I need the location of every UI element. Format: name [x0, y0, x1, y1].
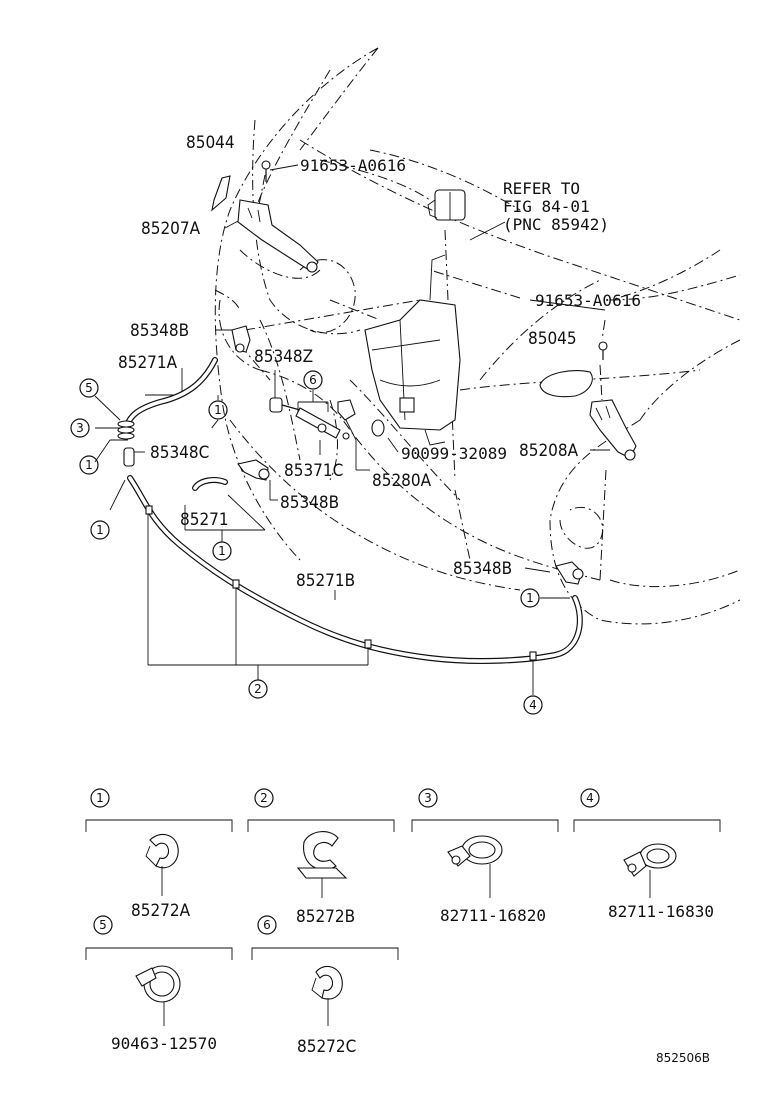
svg-text:1: 1: [96, 523, 104, 537]
washer-tank: [364, 254, 461, 446]
clip-85272b-icon: [296, 831, 348, 879]
joint-85348B-mid: [237, 459, 270, 481]
washer-cover-85045: [539, 369, 593, 398]
grommet-90099: [371, 419, 385, 437]
headlamp-washer-left: [237, 199, 319, 273]
svg-text:2: 2: [254, 682, 262, 696]
label-85348C: 85348C: [150, 443, 209, 463]
label-85280A: 85280A: [372, 471, 432, 491]
hose-85271: [192, 477, 228, 491]
callout-1-d: 1: [212, 541, 232, 561]
legend-part-90463-12570: 90463-12570: [111, 1034, 217, 1053]
headlamp-washer-right: [589, 399, 637, 461]
svg-text:6: 6: [263, 918, 271, 932]
label-85348Z: 85348Z: [254, 347, 313, 367]
bolt-91653-right: [598, 341, 608, 360]
clip-85272a-icon: [145, 833, 179, 869]
svg-text:4: 4: [586, 791, 594, 805]
svg-text:1: 1: [218, 544, 226, 558]
legend-item-3: 3 82711-16820: [411, 788, 559, 925]
bolt-91653-top: [261, 160, 271, 182]
hose-85371C: [295, 407, 341, 439]
check-valve-85348Z: [269, 397, 301, 413]
svg-text:1: 1: [96, 791, 104, 805]
legend-part-82711-16820: 82711-16820: [440, 906, 546, 925]
part-labels: 85044 91653-A0616 85207A 85348B 85271A 8…: [118, 133, 641, 591]
legend-item-5: 5 90463-12570: [85, 915, 233, 1053]
legend-part-82711-16830: 82711-16830: [608, 902, 714, 921]
label-85207A: 85207A: [141, 219, 201, 239]
svg-text:5: 5: [85, 381, 93, 395]
callout-1-a: 1: [79, 455, 99, 475]
label-91653-right: 91653-A0616: [535, 291, 641, 310]
label-85348B-right: 85348B: [453, 559, 512, 579]
clamp-82711-16830-icon: [623, 843, 677, 877]
legend: 1 85272A 2 85272B 3: [85, 788, 721, 1057]
label-91653-top: 91653-A0616: [300, 156, 406, 175]
callout-3: 3: [70, 418, 90, 438]
refer-line-3: (PNC 85942): [503, 215, 609, 234]
svg-text:4: 4: [529, 698, 537, 712]
legend-item-1: 1 85272A: [85, 788, 233, 921]
svg-text:6: 6: [309, 373, 317, 387]
legend-part-85272C: 85272C: [297, 1037, 356, 1057]
vehicle-body-outline: [214, 47, 741, 625]
label-85371C: 85371C: [284, 461, 343, 481]
grommet-85280A: [337, 399, 356, 440]
washer-pump-top: [427, 189, 466, 221]
washer-cover-85044: [211, 175, 231, 212]
svg-text:2: 2: [260, 791, 268, 805]
legend-part-85272B: 85272B: [296, 907, 355, 927]
label-85348B-mid: 85348B: [280, 493, 339, 513]
svg-text:3: 3: [76, 421, 84, 435]
callout-6: 6: [303, 370, 323, 390]
clamp-set-left: [117, 420, 135, 440]
refer-note: REFER TO FIG 84-01 (PNC 85942): [503, 179, 609, 234]
legend-part-85272A: 85272A: [131, 901, 191, 921]
callout-1-e: 1: [520, 588, 540, 608]
hose-85271B: [127, 475, 583, 664]
svg-text:1: 1: [85, 458, 93, 472]
callout-2: 2: [248, 679, 268, 699]
label-85271B: 85271B: [296, 571, 355, 591]
label-85271: 85271: [180, 510, 229, 530]
hose-85271A: [122, 357, 218, 435]
label-85271A: 85271A: [118, 353, 178, 373]
callout-5: 5: [79, 378, 99, 398]
label-85045: 85045: [528, 329, 577, 349]
callout-1-c: 1: [90, 520, 110, 540]
legend-item-4: 4 82711-16830: [573, 788, 721, 921]
svg-text:3: 3: [424, 791, 432, 805]
figure-code: 852506B: [656, 1051, 710, 1065]
refer-line-1: REFER TO: [503, 179, 580, 198]
leader-lines: [94, 164, 610, 695]
clip-85272c-icon: [311, 965, 343, 1000]
callout-1-b: 1: [208, 400, 228, 420]
diagram-callouts: 5 3 1 1 6 1 1 2 1 4: [70, 370, 543, 715]
clamp-90463-12570-icon: [135, 965, 181, 1003]
legend-item-2: 2 85272B: [247, 788, 395, 927]
clamp-82711-16820-icon: [447, 835, 503, 867]
label-85208A: 85208A: [519, 441, 579, 461]
label-90099-32089: 90099-32089: [401, 444, 507, 463]
refer-line-2: FIG 84-01: [503, 197, 590, 216]
connector-85348C: [123, 447, 135, 467]
svg-text:1: 1: [526, 591, 534, 605]
label-85348B-left: 85348B: [130, 321, 189, 341]
svg-text:5: 5: [99, 918, 107, 932]
callout-4: 4: [523, 695, 543, 715]
label-85044: 85044: [186, 133, 235, 153]
joint-85348B-right: [555, 561, 584, 585]
joint-85348B-left: [231, 325, 251, 353]
legend-item-6: 6 85272C: [251, 915, 399, 1057]
svg-text:1: 1: [214, 403, 222, 417]
